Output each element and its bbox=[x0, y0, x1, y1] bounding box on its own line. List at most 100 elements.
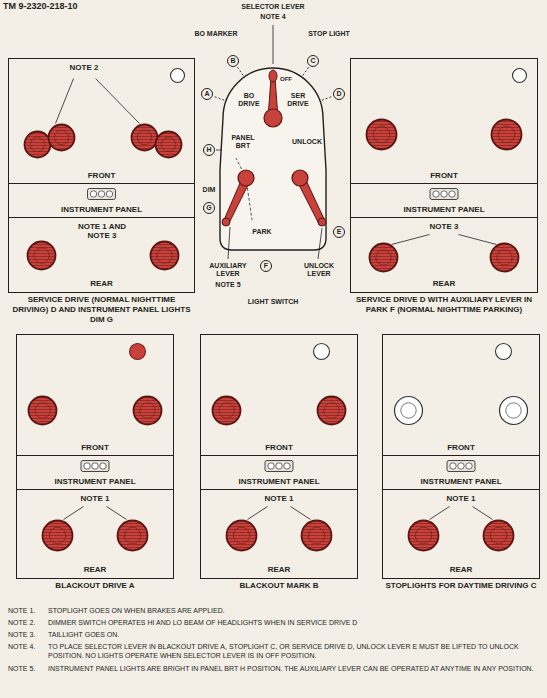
blackout-lamp-off bbox=[171, 69, 185, 83]
note-text: INSTRUMENT PANEL LIGHTS ARE BRIGHT IN PA… bbox=[48, 664, 540, 673]
section-name: INSTRUMENT PANEL bbox=[383, 477, 539, 486]
gauge bbox=[458, 463, 464, 469]
blackout-lamp-lit bbox=[130, 344, 146, 360]
lamp-lens bbox=[415, 527, 432, 544]
note-callout: NOTE 1 bbox=[383, 494, 539, 503]
blackout-lamp-off bbox=[513, 69, 527, 83]
note-text: STOPLIGHT GOES ON WHEN BRAKES ARE APPLIE… bbox=[48, 606, 540, 615]
instrument-cluster bbox=[88, 189, 116, 200]
position-name: STOP LIGHT bbox=[308, 30, 350, 38]
position-mark bbox=[322, 97, 331, 100]
leader-line bbox=[459, 235, 497, 245]
position-letter: H bbox=[203, 144, 215, 156]
lamp-lens bbox=[401, 403, 416, 418]
lamp-lit bbox=[43, 521, 73, 551]
note-text: TO PLACE SELECTOR LEVER IN BLACKOUT DRIV… bbox=[48, 642, 540, 660]
lamp-lit bbox=[151, 242, 179, 270]
note-text: DIMMER SWITCH OPERATES HI AND LO BEAM OF… bbox=[48, 618, 540, 627]
lamp-lit bbox=[491, 244, 519, 272]
blackout-lamp-off bbox=[314, 344, 330, 360]
gauge bbox=[98, 191, 104, 197]
leader-line bbox=[392, 235, 430, 245]
figure-title: LIGHT SWITCH bbox=[232, 298, 314, 306]
gauge bbox=[84, 463, 90, 469]
front-section: FRONT bbox=[351, 59, 537, 183]
position-name: PARK bbox=[250, 228, 274, 236]
gauge bbox=[90, 191, 96, 197]
part-name: AUXILIARY LEVER bbox=[198, 262, 258, 278]
section-name: REAR bbox=[9, 279, 194, 288]
unlock-pivot bbox=[292, 170, 308, 186]
instrument-section: INSTRUMENT PANEL bbox=[351, 183, 537, 217]
mode-panel: BLACKOUT MARK BFRONTINSTRUMENT PANELNOTE… bbox=[200, 334, 358, 579]
lamp-lens bbox=[35, 403, 50, 418]
lamp-lit bbox=[227, 521, 257, 551]
section-name: REAR bbox=[351, 279, 537, 288]
position-name: PANEL BRT bbox=[225, 134, 261, 150]
gauge bbox=[284, 463, 290, 469]
mode-panel: STOPLIGHTS FOR DAYTIME DRIVING CFRONTINS… bbox=[382, 334, 540, 579]
section-name: INSTRUMENT PANEL bbox=[201, 477, 357, 486]
gauge bbox=[450, 463, 456, 469]
rear-section: NOTE 3REAR bbox=[351, 217, 537, 291]
mode-panel: BLACKOUT DRIVE AFRONTINSTRUMENT PANELNOT… bbox=[16, 334, 174, 579]
lamp-lit bbox=[28, 242, 56, 270]
lamp-lit bbox=[213, 397, 241, 425]
lamp-lit bbox=[132, 125, 158, 151]
lamp-lit bbox=[318, 397, 346, 425]
lamp-off bbox=[500, 397, 528, 425]
leader-line bbox=[430, 507, 450, 520]
lamp-lens bbox=[219, 403, 234, 418]
lamp-lens bbox=[124, 527, 141, 544]
section-name: INSTRUMENT PANEL bbox=[17, 477, 173, 486]
auxiliary-knob bbox=[222, 218, 230, 226]
position-letter: F bbox=[260, 260, 272, 272]
lamp-lens bbox=[490, 527, 507, 544]
lamp-lens bbox=[308, 527, 325, 544]
position-letter: E bbox=[333, 226, 345, 238]
instrument-cluster bbox=[447, 461, 475, 472]
part-name: UNLOCK LEVER bbox=[294, 262, 344, 278]
note-callout: NOTE 1 AND NOTE 3 bbox=[67, 222, 137, 240]
part-name: SELECTOR LEVER bbox=[228, 3, 318, 11]
lamp-lit bbox=[302, 521, 332, 551]
lamp-lens bbox=[498, 126, 515, 143]
leader-line bbox=[291, 507, 311, 520]
selector-knob bbox=[269, 70, 277, 82]
position-letter: C bbox=[307, 55, 319, 67]
position-letter: G bbox=[203, 202, 215, 214]
lamp-lit bbox=[367, 120, 397, 150]
position-name: BO MARKER bbox=[194, 30, 238, 38]
position-name: UNLOCK bbox=[290, 138, 324, 146]
section-name: REAR bbox=[201, 565, 357, 574]
note-callout: NOTE 1 bbox=[17, 494, 173, 503]
lamp-lit bbox=[370, 244, 398, 272]
position-letter: A bbox=[201, 88, 213, 100]
position-mark bbox=[303, 67, 309, 75]
gauge bbox=[466, 463, 472, 469]
leader-line bbox=[107, 507, 127, 520]
lamp-lit bbox=[492, 120, 522, 150]
section-name: FRONT bbox=[9, 171, 194, 180]
front-section: FRONT bbox=[383, 335, 539, 455]
lamp-lens bbox=[376, 250, 391, 265]
section-name: FRONT bbox=[17, 443, 173, 452]
rear-section: NOTE 1REAR bbox=[201, 489, 357, 577]
mode-caption: SERVICE DRIVE D WITH AUXILIARY LEVER IN … bbox=[351, 295, 537, 315]
section-name: FRONT bbox=[201, 443, 357, 452]
leader-line bbox=[96, 79, 140, 124]
lamp-off bbox=[395, 397, 423, 425]
position-name: OFF bbox=[278, 76, 294, 83]
section-name: REAR bbox=[17, 565, 173, 574]
mode-panel: SERVICE DRIVE (NORMAL NIGHTTIME DRIVING)… bbox=[8, 58, 195, 293]
note-number: NOTE 5. bbox=[8, 664, 48, 673]
lamp-lens bbox=[140, 403, 155, 418]
switch-housing bbox=[220, 68, 326, 250]
front-section: FRONT bbox=[17, 335, 173, 455]
note-number: NOTE 3. bbox=[8, 630, 48, 639]
instrument-section: INSTRUMENT PANEL bbox=[9, 183, 194, 217]
mode-caption: BLACKOUT DRIVE A bbox=[17, 581, 173, 591]
lamp-lens bbox=[373, 126, 390, 143]
